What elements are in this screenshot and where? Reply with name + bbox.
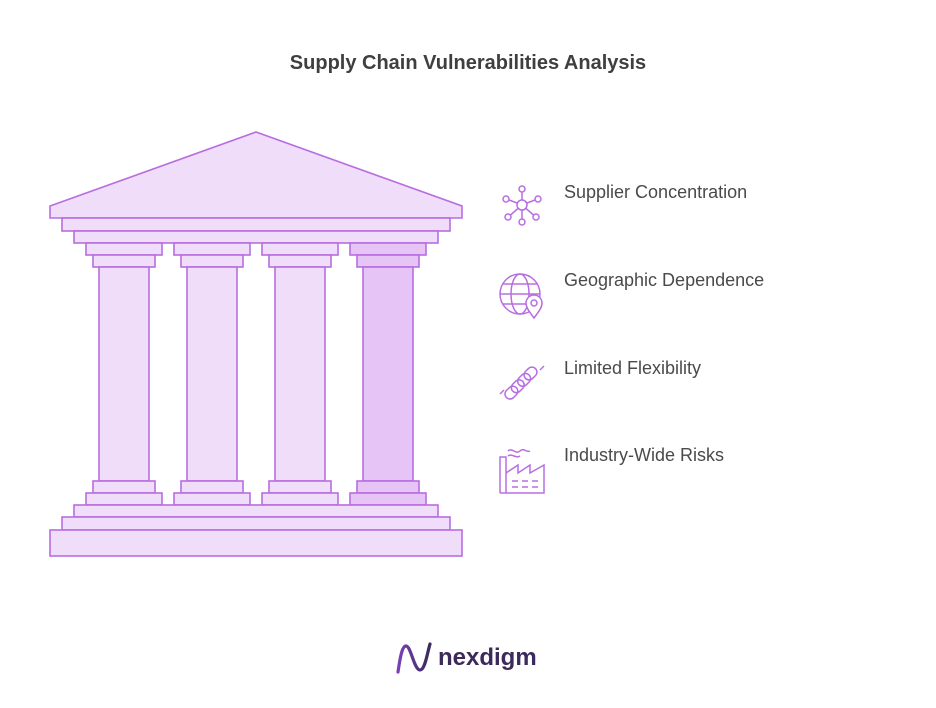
column-4-highlighted [349,242,427,506]
item-geographic-dependence: Geographic Dependence [496,270,896,320]
page-title: Supply Chain Vulnerabilities Analysis [289,52,647,74]
column-3 [261,242,339,506]
column-1 [85,242,163,506]
network-hub-icon [502,185,542,226]
temple-entablature [61,217,451,232]
item-supplier-concentration: Supplier Concentration [496,182,896,230]
item-label: Limited Flexibility [564,358,702,378]
chain-link-icon [499,365,545,400]
item-limited-flexibility: Limited Flexibility [496,358,896,406]
item-label: Industry-Wide Risks [564,445,725,465]
temple-step-3 [49,529,463,557]
brand-logo: nexdigm [394,640,554,676]
logo-wordmark: nexdigm [438,644,537,671]
column-2 [173,242,251,506]
item-industry-wide-risks: Industry-Wide Risks [496,445,896,494]
item-label: Supplier Concentration [564,182,748,202]
temple-illustration [49,131,463,557]
factory-icon [499,448,545,494]
nexdigm-logo-mark-icon [396,642,432,674]
temple-roof [49,131,463,219]
globe-location-icon [499,273,543,320]
item-label: Geographic Dependence [564,270,765,290]
temple-step-1 [73,504,439,518]
temple-step-2 [61,516,451,531]
